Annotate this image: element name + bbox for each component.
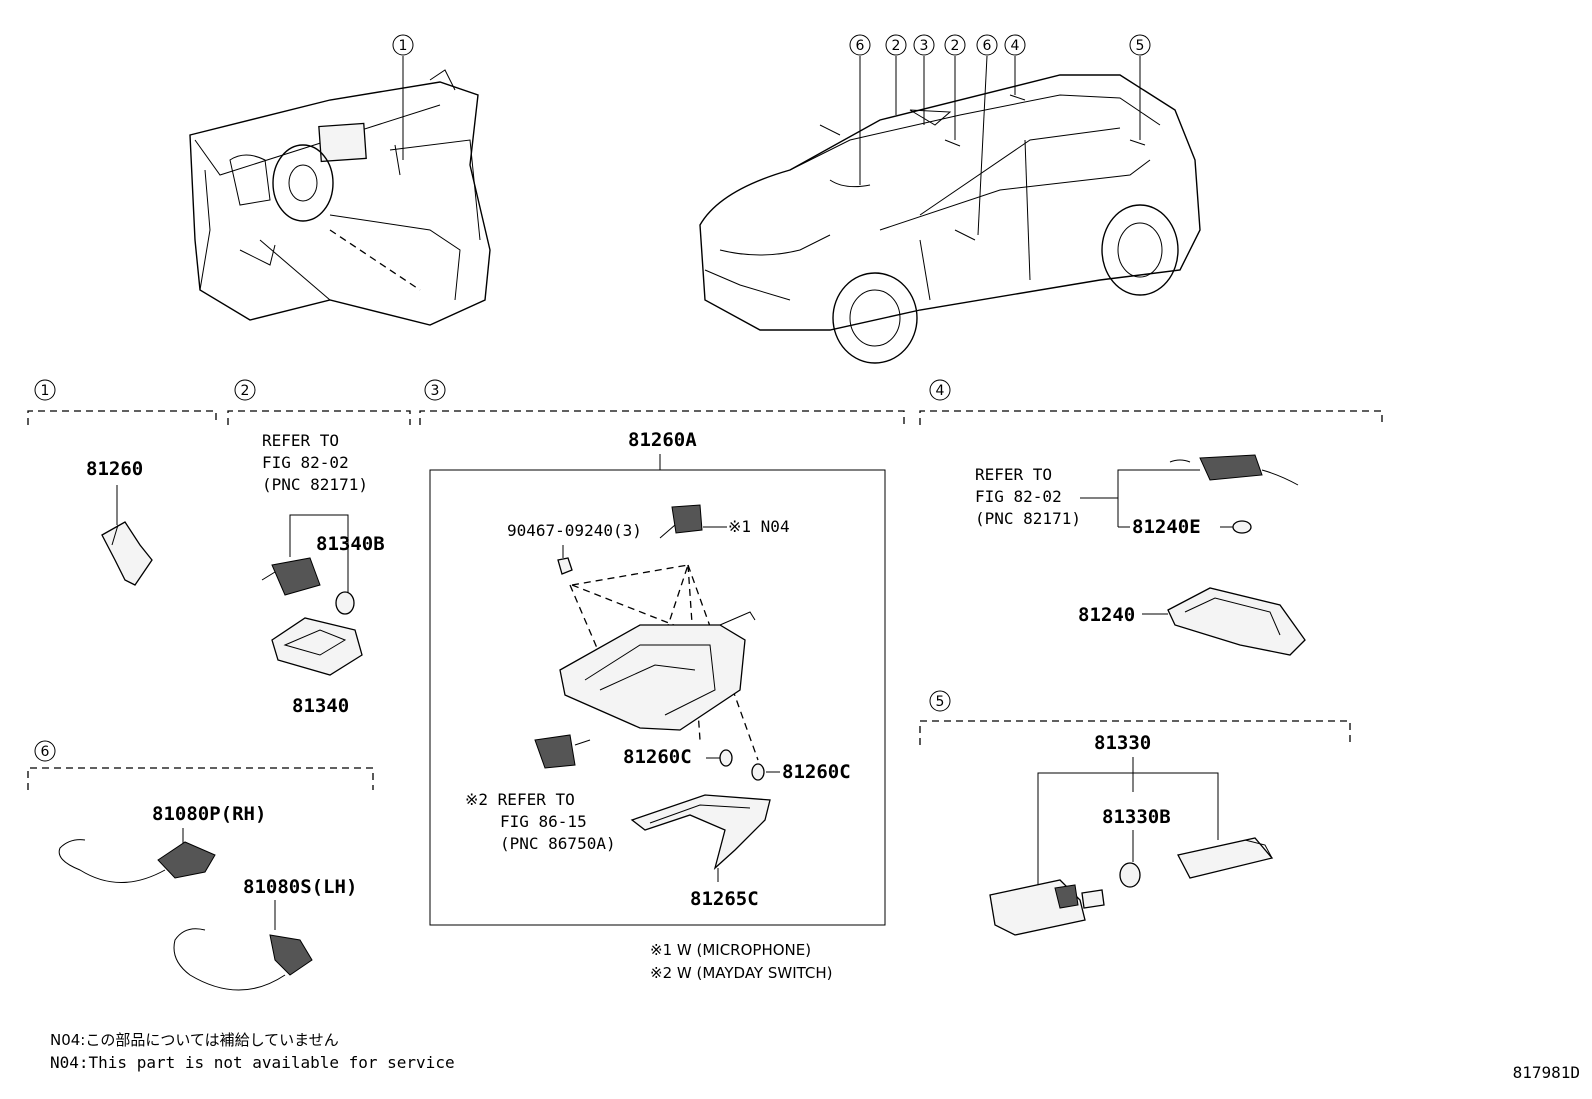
section-5: 5 81330 81330B bbox=[919, 690, 1351, 936]
svg-text:FIG 82-02: FIG 82-02 bbox=[975, 487, 1062, 506]
footnote-2: ※2 W (MAYDAY SWITCH) bbox=[650, 964, 833, 982]
part-81340B: 81340B bbox=[316, 533, 385, 555]
footnote-1: ※1 W (MICROPHONE) bbox=[650, 941, 811, 959]
svg-text:1: 1 bbox=[41, 383, 50, 399]
svg-text:FIG 82-02: FIG 82-02 bbox=[262, 453, 349, 472]
callout-top-2b: 2 bbox=[944, 34, 966, 56]
part-81080P: 81080P(RH) bbox=[152, 803, 266, 825]
part-81260: 81260 bbox=[86, 458, 143, 480]
callout-top-3: 3 bbox=[913, 34, 935, 56]
part-81330B: 81330B bbox=[1102, 806, 1171, 828]
svg-text:2: 2 bbox=[951, 38, 960, 54]
remark-japanese: N04:この部品については補給していません bbox=[50, 1031, 339, 1049]
section-3: 3 81260A 90467-09240(3) ※1 N04 ※2 REFER … bbox=[419, 379, 905, 982]
svg-text:1: 1 bbox=[399, 38, 408, 54]
part-81080S: 81080S(LH) bbox=[243, 876, 357, 898]
svg-text:6: 6 bbox=[983, 38, 992, 54]
part-81265C: 81265C bbox=[690, 888, 759, 910]
svg-text:2: 2 bbox=[241, 383, 250, 399]
figure-id: 817981D bbox=[1513, 1063, 1580, 1082]
part-81240: 81240 bbox=[1078, 604, 1135, 626]
svg-text:※2 REFER TO: ※2 REFER TO bbox=[465, 790, 575, 809]
svg-text:(PNC 82171): (PNC 82171) bbox=[262, 475, 368, 494]
dashboard-illustration bbox=[189, 56, 491, 326]
svg-text:2: 2 bbox=[892, 38, 901, 54]
part-90467-09240: 90467-09240(3) bbox=[507, 521, 642, 540]
svg-text:6: 6 bbox=[41, 744, 50, 760]
svg-text:4: 4 bbox=[1011, 38, 1020, 54]
callout-top-6a: 6 bbox=[849, 34, 871, 56]
part-81260C-left: 81260C bbox=[623, 746, 692, 768]
svg-text:4: 4 bbox=[936, 383, 945, 399]
svg-text:5: 5 bbox=[936, 694, 945, 710]
svg-text:5: 5 bbox=[1136, 38, 1145, 54]
remark-english: N04:This part is not available for servi… bbox=[50, 1053, 455, 1072]
svg-text:6: 6 bbox=[856, 38, 865, 54]
callout-top-6b: 6 bbox=[976, 34, 998, 56]
part-81260A: 81260A bbox=[628, 429, 697, 451]
part-81330: 81330 bbox=[1094, 732, 1151, 754]
svg-text:REFER TO: REFER TO bbox=[262, 431, 339, 450]
svg-text:3: 3 bbox=[920, 38, 929, 54]
section-2: 2 REFER TO FIG 82-02 (PNC 82171) 81340B … bbox=[227, 379, 411, 717]
callout-top-5: 5 bbox=[1129, 34, 1151, 56]
section-4: 4 REFER TO FIG 82-02 (PNC 82171) 81240E … bbox=[919, 379, 1383, 656]
part-81340: 81340 bbox=[292, 695, 349, 717]
svg-text:FIG 86-15: FIG 86-15 bbox=[500, 812, 587, 831]
svg-text:3: 3 bbox=[431, 383, 440, 399]
car-illustration bbox=[699, 55, 1201, 364]
svg-text:REFER TO: REFER TO bbox=[975, 465, 1052, 484]
section-1: 1 81260 bbox=[27, 379, 217, 586]
callout-top-1: 1 bbox=[392, 34, 414, 56]
callout-top-4: 4 bbox=[1004, 34, 1026, 56]
section-6: 6 81080P(RH) 81080S(LH) bbox=[27, 740, 374, 991]
callout-top-2a: 2 bbox=[885, 34, 907, 56]
part-81260C-right: 81260C bbox=[782, 761, 851, 783]
part-mic-n04: ※1 N04 bbox=[728, 517, 790, 536]
svg-text:(PNC 86750A): (PNC 86750A) bbox=[500, 834, 616, 853]
svg-text:(PNC 82171): (PNC 82171) bbox=[975, 509, 1081, 528]
part-81240E: 81240E bbox=[1132, 516, 1201, 538]
